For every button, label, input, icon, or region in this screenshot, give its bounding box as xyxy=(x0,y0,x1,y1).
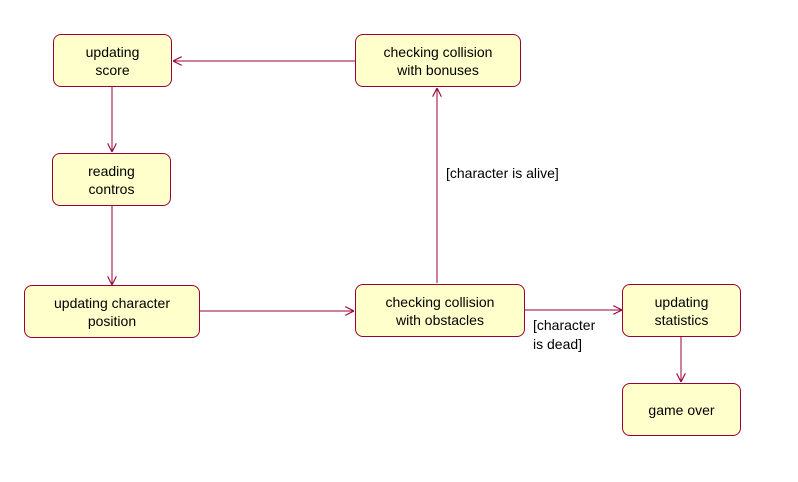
state-reading-controls: reading contros xyxy=(52,153,171,206)
guard-character-alive: [character is alive] xyxy=(446,165,559,181)
state-label: game over xyxy=(648,401,715,418)
state-label: checking collision with bonuses xyxy=(383,43,493,78)
state-label: checking collision with obstacles xyxy=(385,293,495,328)
state-label: updating character position xyxy=(54,294,170,329)
state-label: updating statistics xyxy=(654,293,709,328)
state-game-over: game over xyxy=(622,383,741,436)
state-checking-collision-bonuses: checking collision with bonuses xyxy=(355,34,521,87)
state-checking-collision-obstacles: checking collision with obstacles xyxy=(355,284,525,337)
guard-character-dead: [character is dead] xyxy=(533,317,596,352)
state-updating-character-position: updating character position xyxy=(24,285,200,338)
state-label: reading contros xyxy=(88,162,135,197)
state-updating-score: updating score xyxy=(53,34,172,87)
state-updating-statistics: updating statistics xyxy=(622,284,741,337)
state-label: updating score xyxy=(85,43,140,78)
